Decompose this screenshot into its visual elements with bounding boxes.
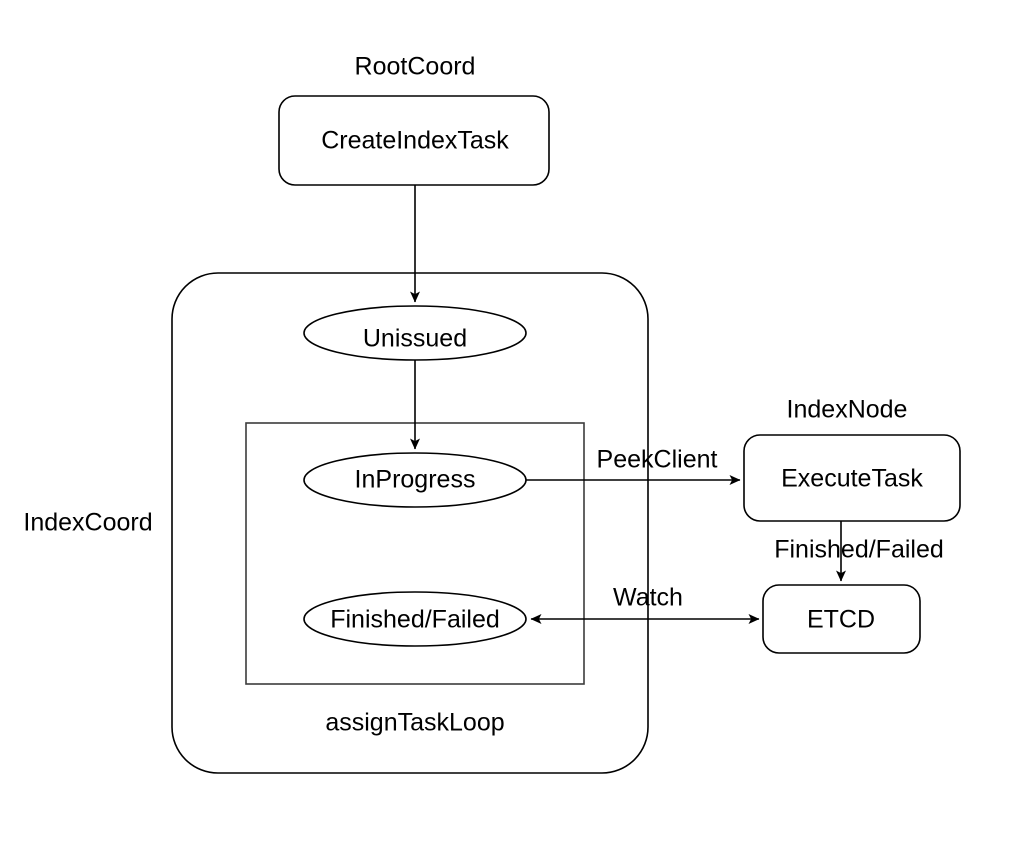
execute-task-box[interactable] — [743, 434, 961, 522]
watch-edge-label: Watch — [613, 583, 683, 612]
in-progress-label[interactable]: InProgress — [354, 465, 476, 494]
index-coord-title: IndexCoord — [23, 508, 153, 537]
finished-failed-state-label[interactable]: Finished/Failed — [330, 605, 500, 634]
etcd-label[interactable]: ETCD — [806, 605, 876, 634]
assign-task-loop-title: assignTaskLoop — [325, 708, 505, 737]
unissued-label[interactable]: Unissued — [362, 324, 468, 353]
finished-failed-edge-label: Finished/Failed — [774, 535, 944, 564]
finished-failed-ellipse[interactable] — [303, 591, 527, 647]
etcd-box[interactable] — [762, 584, 921, 654]
index-coord-container — [171, 272, 649, 774]
execute-task-label[interactable]: ExecuteTask — [781, 464, 923, 493]
root-coord-title: RootCoord — [354, 52, 476, 81]
peek-client-edge-label: PeekClient — [596, 445, 718, 474]
create-index-task-label[interactable]: CreateIndexTask — [321, 126, 509, 155]
create-index-task-box[interactable] — [278, 95, 550, 186]
index-node-title: IndexNode — [786, 395, 908, 424]
